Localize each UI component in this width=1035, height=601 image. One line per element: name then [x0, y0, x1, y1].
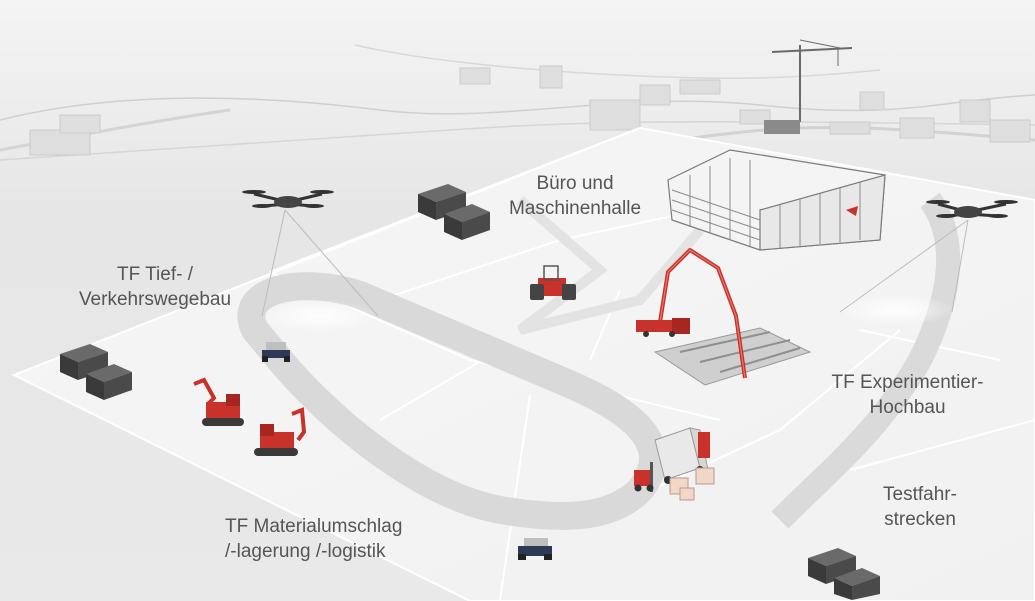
drone-icon	[242, 190, 334, 208]
spotlight-left	[262, 300, 378, 332]
spotlight-right	[835, 294, 955, 326]
label-material-line1: TF Materialumschlag	[225, 516, 403, 537]
label-experimental-building: TF Experimentier- Hochbau	[815, 370, 1000, 420]
label-building-line2: Hochbau	[869, 397, 946, 418]
concrete-pump-icon	[636, 248, 747, 379]
container-icon	[808, 548, 880, 600]
label-civil-line1: TF Tief- /	[117, 264, 193, 285]
label-material-handling: TF Materialumschlag /-lagerung /-logisti…	[225, 514, 455, 564]
hall-icon	[667, 149, 886, 251]
label-material-line2: /-lagerung /-logistik	[225, 541, 386, 562]
label-office-line1: Büro und	[536, 173, 614, 194]
distant-buildings	[29, 65, 1031, 156]
pallet-boxes	[669, 467, 715, 501]
forklift-icon	[634, 462, 654, 492]
label-office-line2: Maschinenhalle	[508, 198, 642, 219]
road-roller-icon	[530, 265, 576, 300]
label-track-line1: Testfahr-	[883, 484, 957, 505]
label-office-hall: Büro und Maschinenhalle	[500, 171, 650, 221]
test-track-right	[771, 192, 961, 529]
drone-scan-lines	[261, 209, 969, 317]
container-icon	[418, 184, 490, 240]
excavator-icon	[254, 407, 307, 456]
compactor-icon	[518, 538, 552, 560]
track-markings	[516, 196, 704, 335]
label-civil-line2: Verkehrswegebau	[78, 289, 232, 310]
compactor-icon	[262, 342, 290, 362]
label-civil-engineering: TF Tief- / Verkehrswegebau	[60, 262, 250, 312]
crane-icon	[764, 39, 853, 134]
label-building-line1: TF Experimentier-	[831, 372, 984, 393]
formwork-slab	[653, 327, 812, 386]
label-track-line2: strecken	[884, 509, 956, 530]
excavator-icon	[193, 377, 244, 426]
label-test-tracks: Testfahr- strecken	[860, 482, 980, 532]
container-icon	[60, 344, 132, 400]
drone-icon	[926, 200, 1018, 218]
